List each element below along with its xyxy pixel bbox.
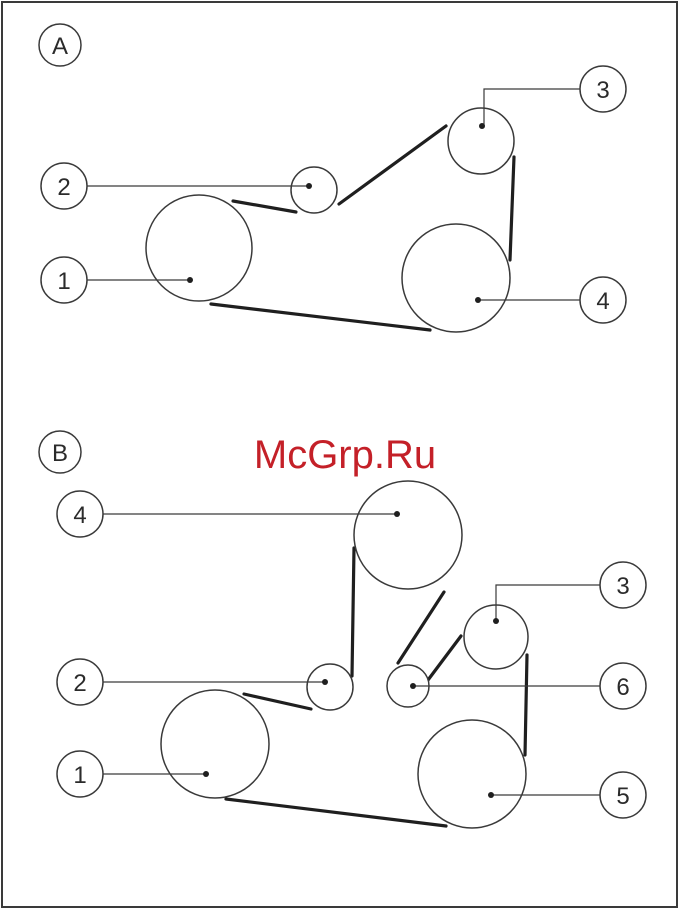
callout-b-2-text: 2 (73, 670, 86, 697)
callout-b-2: 2 (57, 659, 103, 705)
dot-a-3 (479, 123, 485, 129)
callout-b-6: 6 (600, 663, 646, 709)
callout-a-4: 4 (580, 277, 626, 323)
callout-b-3-text: 3 (616, 573, 629, 600)
watermark-text: McGrp.Ru (254, 433, 436, 477)
dot-b-5 (488, 792, 494, 798)
dot-b-4 (394, 511, 400, 517)
dot-b-3 (493, 618, 499, 624)
callout-a-3: 3 (580, 66, 626, 112)
callout-b-1: 1 (57, 751, 103, 797)
pulley-a-1 (146, 195, 252, 301)
callout-a-4-text: 4 (596, 288, 609, 315)
callout-a-2-text: 2 (57, 174, 70, 201)
belt-b-4-2 (352, 548, 354, 676)
diagram-a-label: A (39, 24, 81, 66)
callout-a-2: 2 (41, 163, 87, 209)
dot-b-2 (322, 679, 328, 685)
pulley-b-4 (354, 481, 462, 589)
callout-b-5-text: 5 (616, 783, 629, 810)
pulley-b-2 (307, 664, 353, 710)
callout-a-1-text: 1 (57, 268, 70, 295)
dot-a-2 (306, 183, 312, 189)
dot-b-1 (203, 771, 209, 777)
pulley-b-5 (418, 720, 526, 828)
callout-a-3-text: 3 (596, 77, 609, 104)
diagram-b-label: B (39, 431, 81, 473)
callout-b-1-text: 1 (73, 762, 86, 789)
dot-a-4 (475, 297, 481, 303)
callout-b-3: 3 (600, 562, 646, 608)
dot-b-6 (410, 683, 416, 689)
pulley-b-1 (161, 690, 269, 798)
callout-b-4: 4 (57, 491, 103, 537)
callout-b-4-text: 4 (73, 502, 86, 529)
callout-a-1: 1 (41, 257, 87, 303)
pulley-a-2 (291, 167, 337, 213)
pulley-a-3 (448, 108, 514, 174)
diagram-a-label-text: A (52, 33, 68, 60)
callout-b-5: 5 (600, 772, 646, 818)
dot-a-1 (187, 277, 193, 283)
diagram-b-label-text: B (52, 440, 68, 467)
belt-b-3-5 (525, 655, 527, 755)
callout-b-6-text: 6 (616, 674, 629, 701)
pulley-a-4 (402, 224, 510, 332)
